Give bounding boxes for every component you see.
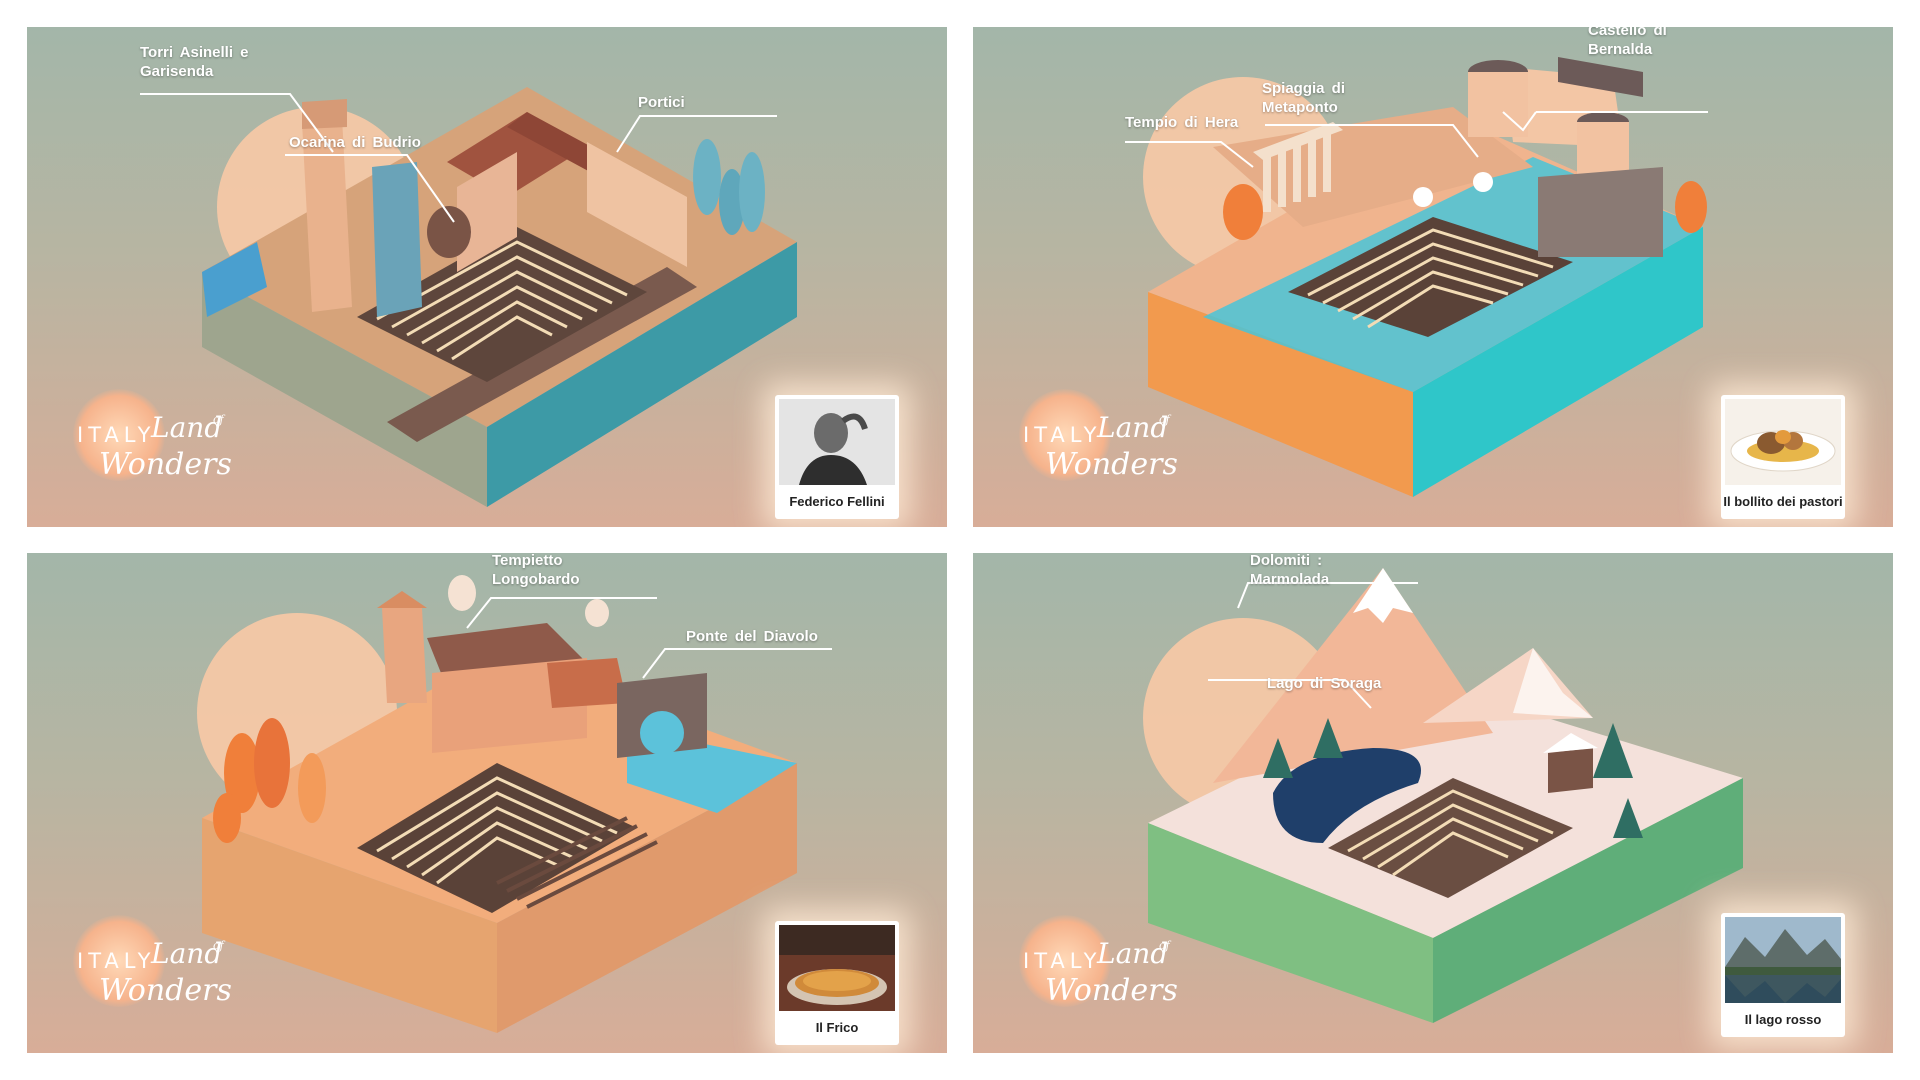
logo-wonders-text: Wonders — [99, 447, 232, 482]
level-panel-3[interactable]: Tempietto Longobardo Ponte del Diavolo I… — [27, 553, 947, 1053]
italy-land-of-wonders-logo: ITALY Land of Wonders — [63, 915, 243, 1025]
italy-land-of-wonders-logo: ITALY Land of Wonders — [63, 389, 243, 499]
logo-of-text: of — [213, 939, 224, 952]
landmark-label-text: Torri Asinelli e Garisenda — [140, 44, 249, 80]
landmark-label-tempio[interactable]: Tempio di Hera — [1125, 114, 1239, 131]
basilicata-level-scene — [1125, 57, 1708, 497]
logo-sun — [1019, 389, 1111, 481]
level-panel-1[interactable]: Torri Asinelli e Garisenda Ocarina di Bu… — [27, 27, 947, 527]
landmark-label-dolomiti[interactable]: Dolomiti : Marmolada — [1250, 553, 1329, 589]
landmark-label-text: Spiaggia di Metaponto — [1262, 80, 1346, 116]
landmark-label-portici[interactable]: Portici — [638, 94, 685, 111]
logo-sun — [1019, 915, 1111, 1007]
logo-italy-text: ITALY — [1023, 423, 1102, 447]
landmark-label-tempietto[interactable]: Tempietto Longobardo — [492, 553, 579, 589]
landmark-label-ponte[interactable]: Ponte del Diavolo — [686, 628, 818, 645]
logo-of-text: of — [1159, 413, 1170, 426]
card-caption: Il bollito dei pastori — [1723, 494, 1843, 509]
collectible-card[interactable]: Il bollito dei pastori — [1721, 395, 1845, 519]
logo-land-text: Land — [1097, 411, 1169, 444]
trentino-level-scene — [1143, 568, 1743, 1023]
collectible-card[interactable]: Il Frico — [775, 921, 899, 1045]
landmark-label-torri[interactable]: Torri Asinelli e Garisenda — [140, 43, 249, 81]
italy-land-of-wonders-logo: ITALY Land of Wonders — [1009, 389, 1189, 499]
logo-land-text: Land — [1097, 937, 1169, 970]
landmark-label-ocarina[interactable]: Ocarina di Budrio — [289, 134, 421, 151]
italy-land-of-wonders-logo: ITALY Land of Wonders — [1009, 915, 1189, 1025]
collectible-card[interactable]: Federico Fellini — [775, 395, 899, 519]
logo-italy-text: ITALY — [77, 949, 156, 973]
level-panel-4[interactable]: Dolomiti : Marmolada Lago di Soraga ITAL… — [973, 553, 1893, 1053]
bologna-level-scene — [140, 87, 797, 507]
logo-wonders-text: Wonders — [1045, 447, 1178, 482]
landmark-label-text: Dolomiti : Marmolada — [1250, 553, 1330, 588]
logo-land-text: Land — [151, 937, 223, 970]
card-caption: Il Frico — [815, 1020, 859, 1035]
food-photo-icon — [779, 925, 895, 1011]
portrait-photo-icon — [779, 399, 895, 485]
logo-wonders-text: Wonders — [99, 973, 232, 1008]
logo-italy-text: ITALY — [1023, 949, 1102, 973]
card-caption: Federico Fellini — [789, 494, 885, 509]
logo-sun — [73, 915, 165, 1007]
card-caption: Il lago rosso — [1744, 1012, 1822, 1027]
logo-wonders-text: Wonders — [1045, 973, 1178, 1008]
lake-photo-icon — [1725, 917, 1841, 1003]
logo-of-text: of — [1159, 939, 1170, 952]
landmark-label-text: Castello di Bernalda — [1588, 27, 1667, 58]
friuli-level-scene — [197, 575, 832, 1033]
level-panel-2[interactable]: Castello di Bernalda Spiaggia di Metapon… — [973, 27, 1893, 527]
food-photo-icon — [1725, 399, 1841, 485]
logo-italy-text: ITALY — [77, 423, 156, 447]
logo-land-text: Land — [151, 411, 223, 444]
landmark-label-lago[interactable]: Lago di Soraga — [1267, 675, 1382, 692]
collectible-card[interactable]: Il lago rosso — [1721, 913, 1845, 1037]
logo-of-text: of — [213, 413, 224, 426]
logo-sun — [73, 389, 165, 481]
landmark-label-castello[interactable]: Castello di Bernalda — [1588, 27, 1667, 59]
landmark-label-spiaggia[interactable]: Spiaggia di Metaponto — [1262, 79, 1345, 117]
landmark-label-text: Tempietto Longobardo — [492, 553, 580, 588]
